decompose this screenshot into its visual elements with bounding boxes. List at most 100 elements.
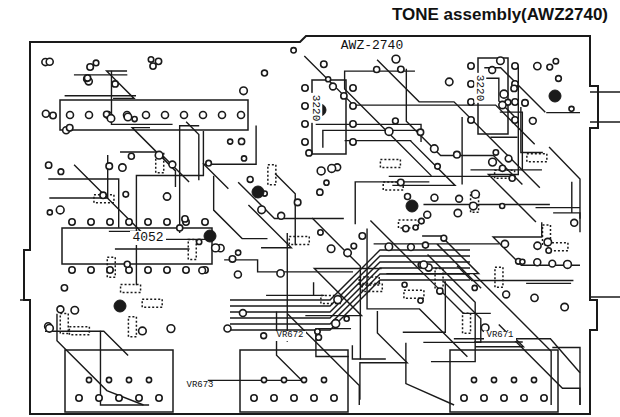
solder-pad [318,230,323,235]
trace [74,74,127,75]
trace [423,282,480,343]
trace [473,273,551,405]
trace [214,176,268,239]
solder-pad [163,193,170,200]
solder-pad [419,218,425,224]
trace [377,60,540,188]
solder-pad [93,60,99,66]
solder-pad [228,139,233,144]
solder-pad [212,244,220,252]
solder-pad [468,117,474,123]
solder-pad [547,64,553,70]
solder-pad [46,58,53,65]
solder-pad [509,175,515,181]
solder-pad [84,75,90,81]
solder-pad [100,192,106,198]
solder-pad [334,296,342,304]
trace [248,205,291,248]
solder-pad [422,242,428,248]
solder-pad [561,303,568,310]
solder-pad [124,261,130,267]
solder-pad [86,112,93,119]
solder-pad [512,117,518,123]
solder-pad [350,121,356,127]
solder-pad [491,377,496,382]
solder-pad [87,64,94,71]
trace [493,222,580,265]
trace [461,117,462,184]
solder-pad [324,180,329,185]
solder-pad [271,395,277,401]
solder-pad [321,61,327,67]
solder-pad [556,76,562,82]
solder-pad [164,219,170,225]
solder-pad [182,216,188,222]
solder-pad [219,112,226,119]
solder-pad [534,242,541,249]
solder-pad [162,112,169,119]
trace [57,314,144,405]
trace [120,152,189,182]
solder-pad [57,306,64,313]
lead-wire [590,91,620,93]
potentiometer-outline [450,350,558,412]
solder-pad [503,291,510,298]
solder-pad [454,209,461,216]
solder-pad [317,189,323,195]
trace [406,69,522,185]
component-outline [69,327,89,335]
trace [287,233,288,342]
solder-pad [435,164,441,170]
solder-pad [534,62,541,69]
pot-reference: VR671 [484,331,515,341]
solder-pad [521,395,527,401]
mounting-pad [252,186,264,198]
solder-pad [229,256,235,262]
solder-pad [302,103,308,109]
solder-pad [489,158,497,166]
trace [355,182,429,224]
pot-reference: VR673 [184,381,215,391]
trace [345,71,432,176]
solder-pad [86,377,91,382]
solder-pad [224,325,231,332]
solder-pad [359,233,366,240]
trace [230,274,470,324]
solder-pad [291,395,297,401]
solder-pad [281,377,286,382]
solder-pad [431,194,438,201]
solder-pad [549,260,556,267]
solder-pad [155,151,163,159]
component-outline [495,267,503,287]
solder-pad [106,377,111,382]
solder-pad [239,310,246,317]
solder-pad [531,294,538,301]
solder-pad [261,377,266,382]
trace [115,248,190,249]
solder-pad [472,285,477,290]
component-outline [321,296,341,304]
trace [49,155,107,198]
solder-pad [128,153,134,159]
solder-pad [146,377,151,382]
trace [323,130,421,147]
connector-outline [60,100,248,130]
solder-pad [497,57,505,65]
component-outline [359,277,379,285]
solder-pad [56,206,64,214]
solder-pad [67,112,74,119]
component-outline [128,317,136,337]
trace [352,345,385,359]
solder-pad [569,106,574,111]
lead-wire [590,296,620,298]
solder-pad [124,113,132,121]
trace [316,124,421,142]
solder-pad [136,395,142,401]
solder-pad [317,167,325,175]
solder-pad [206,160,212,166]
solder-pad [155,58,161,64]
solder-pad [46,324,54,332]
mounting-pad [114,300,126,312]
solder-pad [351,243,357,249]
